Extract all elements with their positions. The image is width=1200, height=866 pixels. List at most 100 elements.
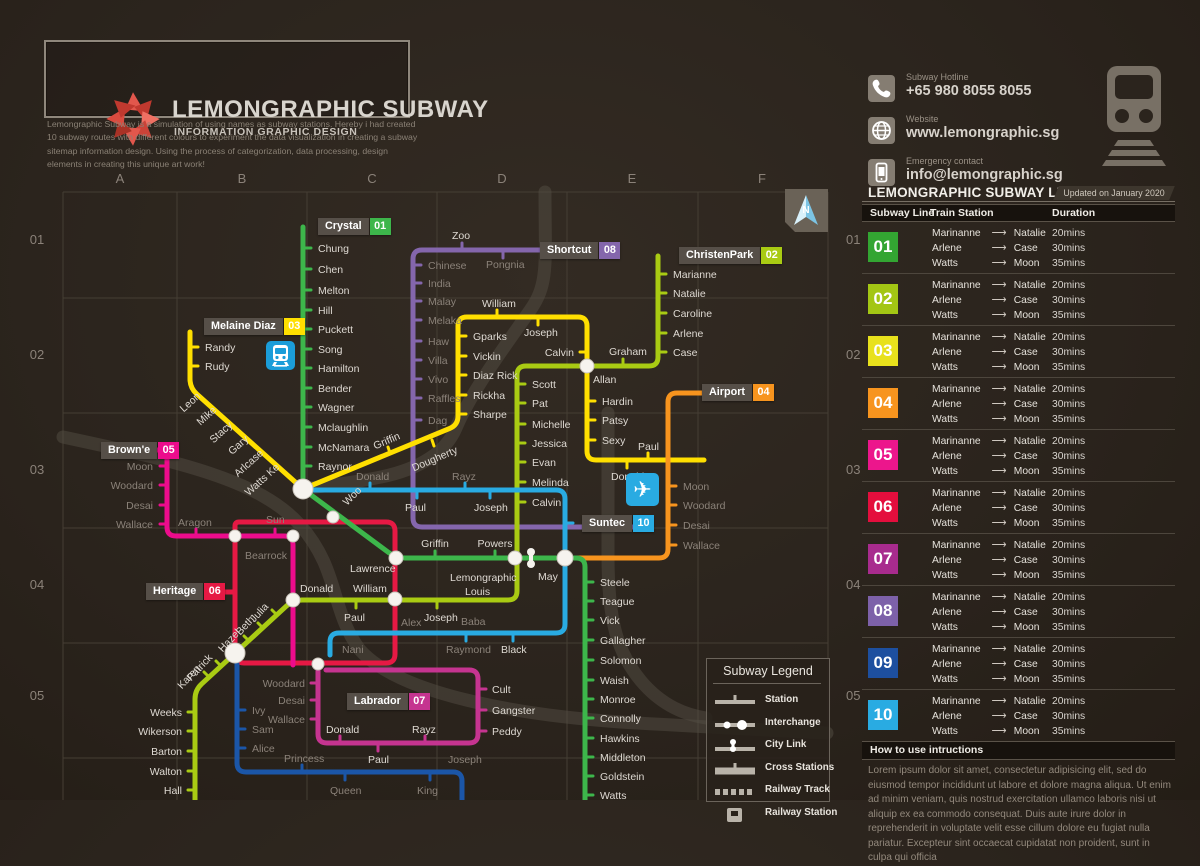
interchange-circle <box>326 510 340 524</box>
grid-letter-B: B <box>238 171 247 186</box>
arrow-icon: ⟶ <box>991 258 1007 269</box>
route-from: Arlene <box>932 451 962 462</box>
legend-route: Watts ⟶ Moon 35mins <box>932 672 1085 687</box>
citylink-icon <box>715 739 755 752</box>
station-label-princess: Princess <box>284 753 324 765</box>
station-label-may: May <box>538 571 559 583</box>
station-label-black: Black <box>501 644 527 656</box>
arrow-icon: ⟶ <box>991 518 1007 529</box>
station-label-malay: Malay <box>428 296 457 308</box>
subway-legend-title: Subway Legend <box>723 664 813 678</box>
line-number: 07 <box>408 693 430 710</box>
arrow-icon: ⟶ <box>991 622 1007 633</box>
grid-row-03-right: 03 <box>846 462 860 477</box>
route-duration: 20mins <box>1052 644 1086 655</box>
route-duration: 30mins <box>1052 711 1086 722</box>
station-label-donald: Donald <box>356 471 389 483</box>
station-label-caroline: Caroline <box>673 308 712 320</box>
legend-route: Marinanne ⟶ Natalie 20mins <box>932 538 1085 553</box>
route-to: Natalie <box>1013 280 1046 291</box>
line-number-badge: 03 <box>868 336 898 366</box>
interchange-circle <box>228 529 242 543</box>
station-label-alice: Alice <box>252 743 275 755</box>
station-label-aragon: Aragon <box>178 517 212 529</box>
station-label-joseph: Joseph <box>524 327 558 339</box>
station-label-peddy: Peddy <box>492 726 523 738</box>
contact-value: info@lemongraphic.sg <box>906 167 1063 183</box>
route-from: Marinanne <box>932 644 981 655</box>
grid-row-02-left: 02 <box>30 347 44 362</box>
route-to: Moon <box>1013 570 1040 581</box>
route-duration: 30mins <box>1052 451 1086 462</box>
page-title: LEMONGRAPHIC SUBWAY <box>172 96 489 123</box>
station-label-lemongraphic: Lemongraphic <box>450 572 517 584</box>
route-from: Arlene <box>932 503 962 514</box>
station-label-calvin: Calvin <box>545 347 574 359</box>
station-label-king: King <box>417 785 438 797</box>
line-number: 01 <box>369 218 391 235</box>
legend-route: Arlene ⟶ Case 30mins <box>932 657 1085 672</box>
route-from: Arlene <box>932 347 962 358</box>
station-label-bearrock: Bearrock <box>245 550 288 562</box>
line-number: 05 <box>158 442 180 459</box>
contact-row-subway-hotline: Subway Hotline +65 980 8055 8055 <box>868 72 1158 108</box>
line-number: 10 <box>633 515 654 532</box>
grid-letter-E: E <box>628 171 637 186</box>
route-to: Natalie <box>1013 332 1046 343</box>
route-from: Marinanne <box>932 696 981 707</box>
route-duration: 20mins <box>1052 436 1086 447</box>
route-duration: 35mins <box>1052 570 1086 581</box>
arrow-icon: ⟶ <box>991 555 1007 566</box>
station-label-vick: Vick <box>600 615 620 627</box>
grid-row-04-right: 04 <box>846 577 860 592</box>
legend-rows: 01 Marinanne ⟶ Natalie 20mins Arlene ⟶ C… <box>862 222 1175 742</box>
station-label-raffles: Raffles <box>428 393 461 405</box>
station-label-ivy: Ivy <box>252 705 266 717</box>
station-label-pat: Pat <box>532 398 548 410</box>
station-label-moon: Moon <box>683 481 709 493</box>
station-label-hawkins: Hawkins <box>600 733 640 745</box>
route-duration: 20mins <box>1052 228 1086 239</box>
route-from: Arlene <box>932 659 962 670</box>
arrow-icon: ⟶ <box>991 696 1007 707</box>
subway-line-09 <box>234 661 465 800</box>
legend-item-cross-stations: Cross Stations <box>715 759 834 779</box>
legend-route: Arlene ⟶ Case 30mins <box>932 553 1085 568</box>
route-to: Case <box>1013 555 1038 566</box>
station-label-lawrence: Lawrence <box>350 563 396 575</box>
legend-title: LEMONGRAPHIC SUBWAY LEGEND <box>868 185 1106 200</box>
station-label-sam: Sam <box>252 724 274 736</box>
station-label-louis: Louis <box>465 586 490 598</box>
legend-row-09: 09 Marinanne ⟶ Natalie 20mins Arlene ⟶ C… <box>862 638 1175 690</box>
station-label-solomon: Solomon <box>600 655 642 667</box>
station-label-sharpe: Sharpe <box>473 409 507 421</box>
legend-item-railway-station: Railway Station <box>715 804 837 824</box>
station-label-joseph: Joseph <box>474 502 508 514</box>
station-label-mclaughlin: Mclaughlin <box>318 422 368 434</box>
legend-route: Marinanne ⟶ Natalie 20mins <box>932 434 1085 449</box>
globe-icon <box>868 117 895 144</box>
station-label-nani: Nani <box>342 644 364 656</box>
legend-route: Watts ⟶ Moon 35mins <box>932 256 1085 271</box>
contact-row-emergency-contact: Emergency contact info@lemongraphic.sg <box>868 156 1158 192</box>
station-label-powers: Powers <box>477 538 512 550</box>
route-to: Moon <box>1013 726 1040 737</box>
route-duration: 35mins <box>1052 362 1086 373</box>
station-label-sexy: Sexy <box>602 435 626 447</box>
legend-route: Watts ⟶ Moon 35mins <box>932 568 1085 583</box>
route-duration: 30mins <box>1052 295 1086 306</box>
logo-triangle <box>114 100 136 118</box>
route-to: Moon <box>1013 310 1040 321</box>
legend-row-08: 08 Marinanne ⟶ Natalie 20mins Arlene ⟶ C… <box>862 586 1175 638</box>
legend-item-railway-track: Railway Track <box>715 781 830 801</box>
station-label-haw: Haw <box>428 336 449 348</box>
route-from: Watts <box>932 362 958 373</box>
grid-row-04-left: 04 <box>30 577 44 592</box>
route-duration: 35mins <box>1052 622 1086 633</box>
subway-line-10 <box>300 481 575 658</box>
mobile-icon <box>868 159 895 186</box>
